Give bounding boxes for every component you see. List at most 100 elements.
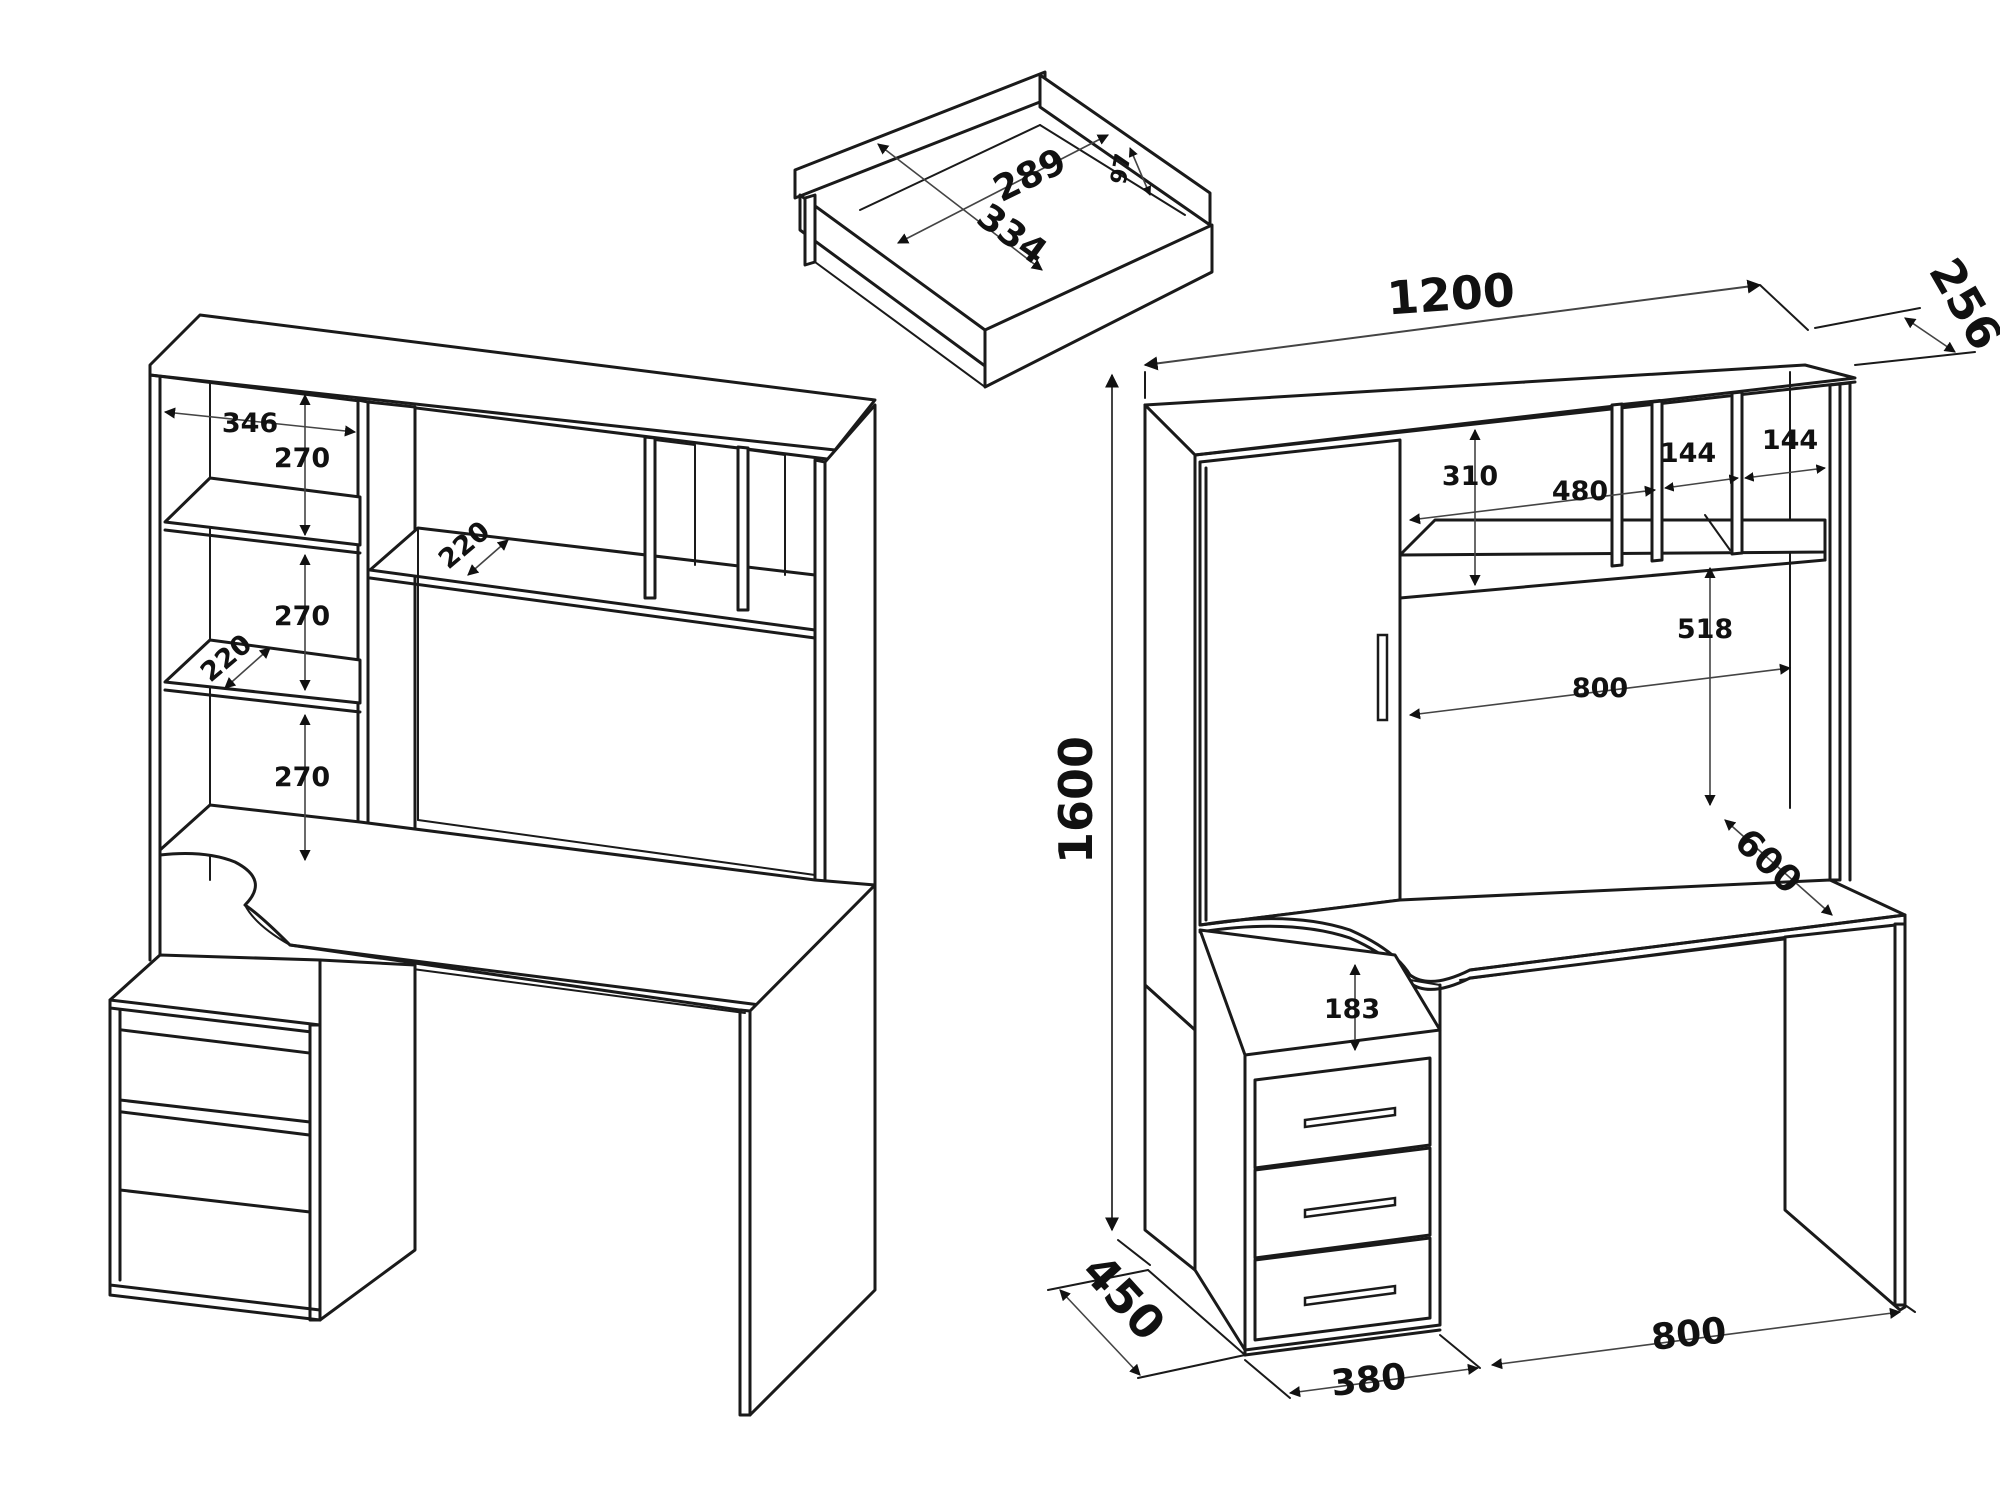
right-right-leg <box>1783 922 1907 1312</box>
right-pedestal-drawer-3 <box>1253 1236 1432 1342</box>
right-pedestal-depth-label: 450 <box>1072 1244 1176 1351</box>
left-niche-divider-2 <box>736 445 750 612</box>
right-leg-opening-label: 800 <box>1649 1310 1728 1359</box>
right-pedestal-drawer-1 <box>1253 1056 1432 1170</box>
right-modesty-panel <box>1459 934 1801 981</box>
right-pedestal-width-ext-right <box>1439 1334 1481 1369</box>
right-hutch-opening-width-label: 800 <box>1572 673 1628 704</box>
right-upper-shelf-front <box>1398 558 1827 600</box>
left-desktop-curve <box>244 904 291 946</box>
left-spacing-mid-label: 270 <box>274 601 330 632</box>
right-shelf-width-label: 480 <box>1552 476 1608 507</box>
right-right-side-panel <box>1828 382 1842 882</box>
right-hutch-opening-height-label: 518 <box>1677 614 1733 645</box>
right-left-side-panel <box>1143 403 1197 1032</box>
right-pedestal-width-label: 380 <box>1329 1356 1408 1405</box>
right-niche-left-label: 144 <box>1660 438 1716 469</box>
desk-rear-view: 346 270 270 270 220 220 <box>108 313 877 1417</box>
drawer-width-label: 334 <box>969 196 1054 273</box>
left-pedestal-back-panel <box>318 958 417 1322</box>
right-pedestal-width-dim <box>1288 1363 1480 1398</box>
right-depth-ext-bottom <box>1854 351 1976 366</box>
right-desktop-front-curve <box>1198 924 1472 991</box>
left-spacing-top-label: 270 <box>274 443 330 474</box>
left-drawer-divider-2 <box>118 1188 312 1214</box>
right-niche-left-dim <box>1664 474 1739 492</box>
left-upper-shelf-depth-dim <box>467 539 509 576</box>
left-shelf-1 <box>163 476 362 547</box>
right-hutch-top <box>1143 363 1857 457</box>
right-drawer-2-handle <box>1303 1196 1397 1219</box>
right-pedestal-drawer-2 <box>1253 1146 1432 1260</box>
right-overall-width-dim <box>1143 279 1762 371</box>
right-niche-divider-1 <box>1610 402 1624 568</box>
left-right-side-depth <box>823 403 877 932</box>
left-hutch-top-underside <box>148 373 837 462</box>
left-right-leg-depth <box>748 883 877 1417</box>
left-shelf-width-label: 346 <box>222 408 278 439</box>
right-drawer-3-handle <box>1303 1284 1397 1307</box>
right-pedestal-shelf-label: 183 <box>1324 994 1380 1025</box>
drawer-height-dimension-line <box>1128 147 1152 196</box>
drawer-drawing: 289 334 97 <box>793 70 1214 389</box>
left-inner-divider <box>366 400 417 872</box>
right-pedestal-depth-dim <box>1059 1289 1141 1376</box>
left-drawer-divider-1 <box>118 1098 312 1124</box>
right-pedestal-depth-foot <box>1137 1354 1246 1379</box>
right-pedestal-side <box>1143 983 1197 1272</box>
left-pedestal-top <box>108 953 322 1027</box>
right-niche-diag <box>1704 514 1731 551</box>
right-leg-opening-dim <box>1490 1307 1902 1370</box>
drawer-right-side <box>1038 73 1212 227</box>
left-niche-divider-1 <box>643 435 657 600</box>
right-niche-right-dim <box>1744 464 1826 482</box>
left-upper-shelf-front <box>368 576 817 640</box>
right-desk-depth-dim <box>1724 819 1833 916</box>
left-niche-top-1 <box>654 439 696 446</box>
drawer-depth-dimension-line <box>897 134 1109 244</box>
left-pedestal-top-front <box>108 1006 322 1035</box>
right-hutch-depth-dim <box>1904 317 1956 353</box>
right-niche-right-label: 144 <box>1762 425 1818 456</box>
right-hutch-depth-label: 256 <box>1918 249 2000 359</box>
right-niche-divider-3 <box>1730 390 1744 556</box>
drawer-front-face <box>803 193 817 267</box>
right-side-top <box>1838 381 1852 386</box>
drawer-height-label: 97 <box>1107 152 1137 187</box>
right-pedestal-depth-base <box>1147 1269 1246 1356</box>
left-shelf-1-front <box>163 528 362 555</box>
drawer-left-side <box>798 193 987 368</box>
right-overall-width-label: 1200 <box>1385 263 1516 326</box>
right-right-leg-front <box>1893 922 1907 1307</box>
left-shelf-width-dim <box>163 407 357 437</box>
left-niche-top-2 <box>747 449 786 456</box>
right-door <box>1198 438 1402 927</box>
drawer-bottom-edge <box>814 261 986 388</box>
right-niche-divider-2 <box>1650 399 1664 563</box>
left-hutch-back-bottom <box>417 819 816 876</box>
left-modesty-panel <box>404 967 746 1014</box>
right-shelf-height-label: 310 <box>1442 461 1498 492</box>
left-spacing-bottom-label: 270 <box>274 762 330 793</box>
left-desktop-front-edge <box>288 943 762 1015</box>
right-overall-height-label: 1600 <box>1049 736 1103 864</box>
left-hutch-top <box>148 313 877 452</box>
left-shelf-2-front <box>163 688 362 714</box>
left-pedestal-plinth <box>108 1283 322 1322</box>
right-desktop-front <box>1468 913 1907 972</box>
right-pedestal-depth-ext <box>1047 1269 1149 1291</box>
right-plinth-bottom <box>1243 1328 1442 1357</box>
right-leg-opening-ext <box>1904 1304 1916 1313</box>
right-pedestal-width-ext-left <box>1244 1359 1291 1399</box>
left-side-shelf-depth-dim <box>224 647 271 689</box>
right-width-ext-right <box>1759 284 1809 331</box>
right-pedestal-plinth <box>1193 1268 1442 1352</box>
right-hutch-top-front <box>1193 380 1857 457</box>
right-depth-ext-top <box>1814 307 1921 329</box>
right-height-ext-bottom <box>1117 1239 1151 1266</box>
right-hutch-opening-width-dim <box>1408 663 1792 720</box>
right-drawer-1-handle <box>1303 1106 1397 1129</box>
right-door-handle <box>1376 633 1389 722</box>
